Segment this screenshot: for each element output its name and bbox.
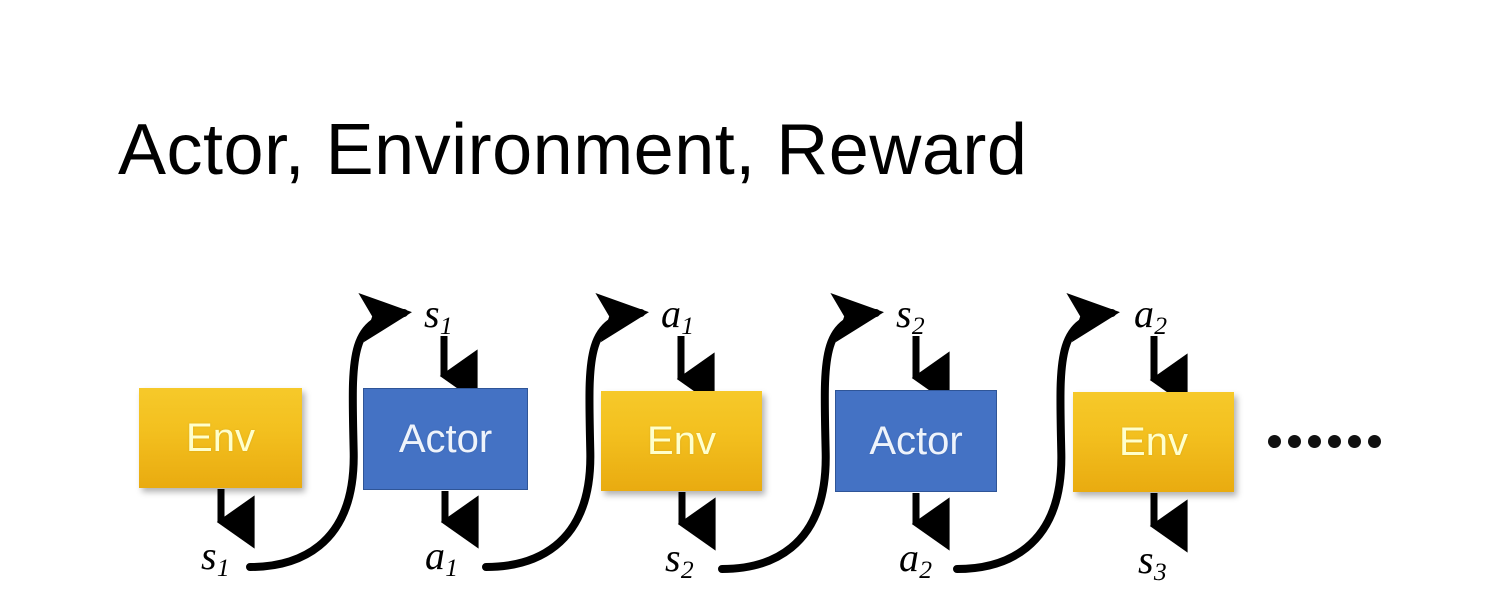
math-label-top-s1: s1 (424, 291, 453, 339)
math-subscript: 2 (911, 311, 925, 341)
node-box-actor1: Actor (363, 388, 528, 490)
math-base: s (896, 291, 912, 336)
ellipsis-dot (1268, 435, 1281, 448)
ellipsis-dot (1308, 435, 1321, 448)
ellipsis-continuation (1268, 435, 1381, 448)
math-label-bot-a1: a1 (425, 533, 458, 581)
node-box-actor2: Actor (835, 390, 997, 492)
math-subscript: 2 (1154, 311, 1168, 341)
ellipsis-dot (1328, 435, 1341, 448)
math-label-bot-s1: s1 (201, 533, 230, 581)
math-subscript: 1 (445, 553, 459, 583)
math-label-bot-a2: a2 (899, 535, 932, 583)
math-base: s (665, 535, 681, 580)
math-base: a (899, 535, 919, 580)
node-box-env1: Env (139, 388, 302, 488)
ellipsis-dot (1368, 435, 1381, 448)
page-title: Actor, Environment, Reward (118, 110, 1028, 190)
math-label-top-s2: s2 (896, 291, 925, 339)
node-box-env2: Env (601, 391, 762, 491)
math-subscript: 1 (439, 311, 453, 341)
math-base: s (1138, 537, 1154, 582)
math-label-bot-s2: s2 (665, 535, 694, 583)
math-label-top-a1: a1 (661, 291, 694, 339)
math-label-bot-s3: s3 (1138, 537, 1167, 585)
math-subscript: 1 (216, 553, 230, 583)
math-base: a (1134, 291, 1154, 336)
math-base: a (661, 291, 681, 336)
node-box-env3: Env (1073, 392, 1234, 492)
math-subscript: 1 (681, 311, 695, 341)
node-label-actor1: Actor (398, 417, 493, 461)
math-base: s (201, 533, 217, 578)
math-label-top-a2: a2 (1134, 291, 1167, 339)
math-base: s (424, 291, 440, 336)
math-subscript: 2 (919, 555, 933, 585)
math-subscript: 3 (1153, 557, 1167, 587)
ellipsis-dot (1288, 435, 1301, 448)
node-label-actor2: Actor (869, 419, 963, 463)
ellipsis-dot (1348, 435, 1361, 448)
math-subscript: 2 (680, 555, 694, 585)
math-base: a (425, 533, 445, 578)
node-label-env1: Env (186, 416, 255, 460)
node-label-env2: Env (647, 419, 716, 463)
node-label-env3: Env (1119, 420, 1188, 464)
